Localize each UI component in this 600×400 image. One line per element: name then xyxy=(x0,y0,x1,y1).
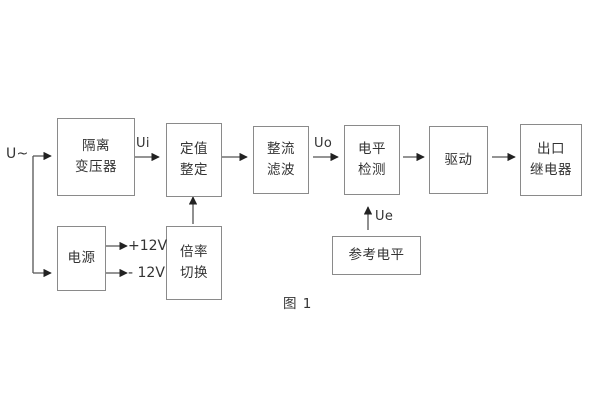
label-input-source: U~ xyxy=(6,146,29,162)
block-rectify-filter-line1: 整流 xyxy=(267,141,295,158)
block-output-relay-line1: 出口 xyxy=(537,141,565,158)
block-multiplier-switch[interactable]: 倍率 切换 xyxy=(166,226,222,300)
block-power-supply-line1: 电源 xyxy=(67,250,96,267)
block-reference-level-line1: 参考电平 xyxy=(348,247,405,264)
block-multiplier-switch-line1: 倍率 xyxy=(180,244,208,261)
block-power-supply[interactable]: 电源 xyxy=(57,226,106,291)
block-driver[interactable]: 驱动 xyxy=(429,126,488,194)
block-rectify-filter[interactable]: 整流 滤波 xyxy=(253,126,309,194)
label-ui: Ui xyxy=(136,136,150,151)
block-level-detect[interactable]: 电平 检测 xyxy=(344,125,400,195)
block-output-relay[interactable]: 出口 继电器 xyxy=(520,124,582,196)
block-driver-line1: 驱动 xyxy=(444,151,473,168)
block-isolation-transformer-line1: 隔离 xyxy=(82,138,110,155)
block-isolation-transformer[interactable]: 隔离 变压器 xyxy=(57,118,135,196)
block-level-detect-line1: 电平 xyxy=(358,141,386,158)
block-setting-value-line2: 整定 xyxy=(180,162,208,178)
block-reference-level[interactable]: 参考电平 xyxy=(332,236,421,275)
block-setting-value-line1: 定值 xyxy=(180,141,208,158)
label-rail-positive: +12V xyxy=(128,238,168,254)
block-level-detect-line2: 检测 xyxy=(358,162,386,178)
block-multiplier-switch-line2: 切换 xyxy=(180,265,208,281)
figure-caption: 图 1 xyxy=(283,296,313,312)
block-setting-value[interactable]: 定值 整定 xyxy=(166,123,222,197)
label-rail-negative: - 12V xyxy=(128,265,165,281)
block-rectify-filter-line2: 滤波 xyxy=(267,162,295,178)
label-ue: Ue xyxy=(375,209,394,224)
block-isolation-transformer-line2: 变压器 xyxy=(75,159,117,175)
label-uo: Uo xyxy=(314,136,333,151)
block-output-relay-line2: 继电器 xyxy=(530,162,572,178)
